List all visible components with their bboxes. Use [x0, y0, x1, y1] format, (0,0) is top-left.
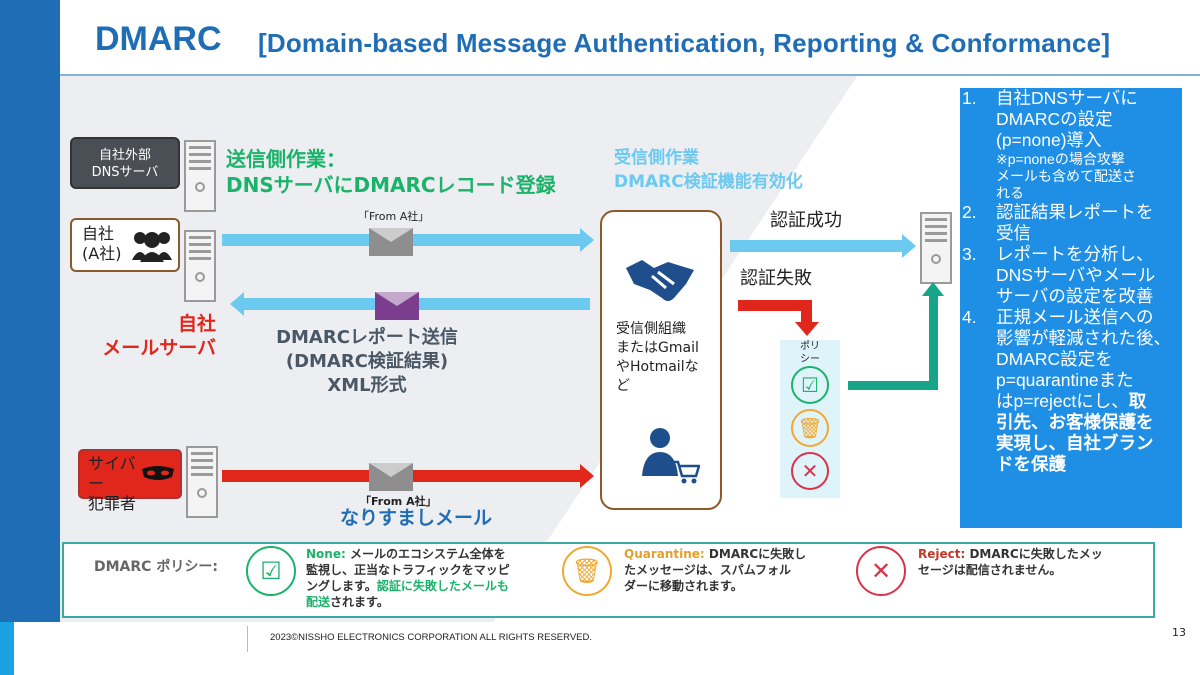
legend-trash-icon: 🗑: [562, 546, 612, 596]
receiver-task-heading: 受信側作業 DMARC検証機能有効化: [614, 148, 803, 192]
people-icon: [132, 232, 172, 262]
legend-reject-icon: ✕: [856, 546, 906, 596]
trash-icon: 🗑: [791, 409, 829, 447]
destination-server-icon: [920, 212, 952, 284]
sender-task-heading: 送信側作業： DNSサーバにDMARCレコード登録: [226, 147, 556, 197]
auth-fail-arrow-head: [795, 322, 819, 336]
delivery-arrow-h: [848, 381, 938, 390]
legend-label: DMARC ポリシー:: [94, 559, 218, 575]
step-4: 4.正規メール送信への 影響が軽減された後、 DMARC設定を p=quaran…: [962, 307, 1171, 474]
company-mail-server-icon: [184, 230, 216, 302]
spoof-label: なりすましメール: [340, 507, 493, 529]
page-title: DMARC: [95, 20, 222, 58]
report-envelope-icon: [375, 292, 419, 320]
receiver-label: 受信側組織 またはGmail やHotmailな ど: [616, 321, 699, 394]
legend-check-icon: ☑: [246, 546, 296, 596]
reject-icon: ✕: [791, 452, 829, 490]
legend-reject: Reject: DMARCに失敗したメッ セージは配信されません。: [918, 547, 1103, 577]
receiver-box: 受信側組織 またはGmail やHotmailな ど: [600, 210, 722, 510]
criminal-server-icon: [186, 446, 218, 518]
left-accent-bar-bottom: [0, 622, 14, 675]
legend-quarantine: Quarantine: DMARCに失敗し たメッセージは、スパムフォル ダーに…: [624, 547, 807, 593]
footer-copyright: 2023©NISSHO ELECTRONICS CORPORATION ALL …: [270, 632, 592, 643]
from-a-label: 「From A社」: [358, 210, 430, 223]
step-2: 2.認証結果レポートを 受信: [962, 202, 1154, 243]
spoof-arrow-head: [580, 464, 594, 488]
mail-arrow-head: [580, 228, 594, 252]
company-label: 自社 (A社): [82, 224, 122, 263]
cyber-criminal-box: サイバー 犯罪者: [78, 449, 182, 513]
auth-success-arrow: [730, 240, 904, 252]
legend-none: None: メールのエコシステム全体を 監視し、正当なトラフィックをマッピ ング…: [306, 547, 510, 609]
title-divider: [60, 74, 1200, 76]
auth-success-label: 認証成功: [770, 210, 842, 231]
spoof-envelope-icon: [369, 463, 413, 491]
external-dns-label: 自社外部 DNSサーバ: [70, 137, 180, 189]
step-4-bold: 取 引先、お客様保護を 実現し、自社ブラン ドを保護: [996, 391, 1154, 474]
cyber-criminal-label: サイバー 犯罪者: [88, 454, 137, 513]
company-mail-server-label: 自社 メールサーバ: [102, 313, 216, 359]
report-label: DMARCレポート送信 (DMARC検証結果) XML形式: [276, 327, 458, 396]
left-accent-bar: [0, 0, 60, 622]
auth-success-arrow-head: [902, 234, 916, 258]
delivery-arrow-v: [929, 294, 938, 390]
policy-label: ポリ シー: [800, 341, 820, 365]
page-subtitle: [Domain-based Message Authentication, Re…: [258, 28, 1111, 58]
shopper-icon: [642, 428, 700, 484]
dns-server-icon: [184, 140, 216, 212]
from-a-fake-label: 「From A社」: [360, 495, 437, 508]
auth-fail-arrow-h: [738, 300, 812, 311]
mail-envelope-icon: [369, 228, 413, 256]
step-1: 1.自社DNSサーバに DMARCの設定 (p=none)導入※p=noneの場…: [962, 88, 1138, 201]
footer-divider: [247, 626, 248, 652]
page-number: 13: [1172, 626, 1186, 639]
handshake-icon: [626, 260, 694, 301]
company-box: 自社 (A社): [70, 218, 180, 272]
mask-icon: [142, 466, 174, 480]
auth-fail-label: 認証失敗: [740, 268, 812, 289]
step-1-note: ※p=noneの場合攻撃 メールも含めて配送さ れる: [996, 151, 1136, 201]
delivery-arrow-head: [922, 282, 944, 296]
policy-legend: DMARC ポリシー: ☑ None: メールのエコシステム全体を 監視し、正当…: [62, 542, 1155, 618]
report-arrow-head: [230, 292, 244, 316]
check-icon: ☑: [791, 366, 829, 404]
steps-panel: 1.自社DNSサーバに DMARCの設定 (p=none)導入※p=noneの場…: [960, 88, 1182, 528]
step-3: 3.レポートを分析し、 DNSサーバやメール サーバの設定を改善: [962, 244, 1156, 306]
auth-fail-arrow-v: [801, 300, 812, 324]
